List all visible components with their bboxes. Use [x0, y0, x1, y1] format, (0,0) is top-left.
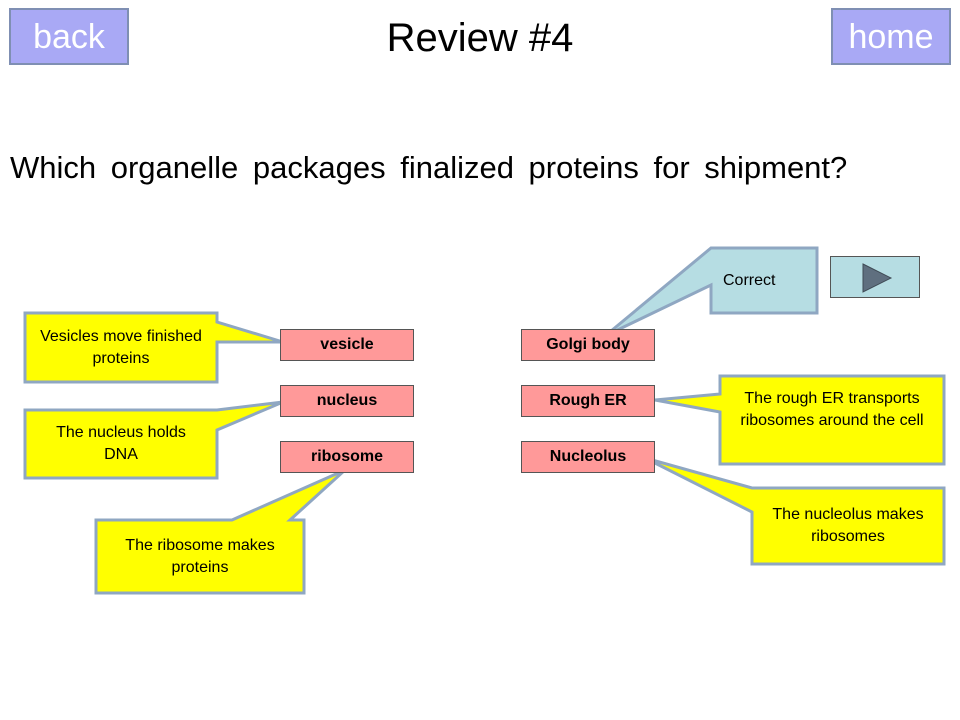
answer-nucleolus[interactable]: Nucleolus [521, 441, 655, 473]
feedback-rough-er: The rough ER transports ribosomes around… [740, 390, 924, 429]
page-title: Review #4 [386, 16, 574, 60]
answer-golgi-body[interactable]: Golgi body [521, 329, 655, 361]
feedback-correct: Correct [723, 272, 776, 289]
callout-rough-er-shape [654, 374, 946, 466]
feedback-ribosome: The ribosome makes proteins [125, 537, 275, 576]
home-button[interactable]: home [831, 8, 951, 65]
question-text: Which organelle packages finalized prote… [10, 150, 848, 185]
feedback-nucleus: The nucleus holds DNA [56, 424, 186, 463]
answer-vesicle[interactable]: vesicle [280, 329, 414, 361]
callout-vesicle-shape [23, 311, 284, 384]
answer-rough-er[interactable]: Rough ER [521, 385, 655, 417]
back-button[interactable]: back [9, 8, 129, 65]
play-arrow-icon [862, 263, 893, 293]
callout-ribosome-shape [94, 468, 347, 595]
feedback-nucleolus: The nucleolus makes ribosomes [772, 506, 924, 545]
next-button[interactable] [830, 256, 920, 298]
callout-nucleus-shape [23, 400, 284, 480]
feedback-vesicle: Vesicles move finished proteins [40, 328, 202, 367]
callout-golgi-shape [604, 246, 819, 338]
answer-ribosome[interactable]: ribosome [280, 441, 414, 473]
answer-nucleus[interactable]: nucleus [280, 385, 414, 417]
